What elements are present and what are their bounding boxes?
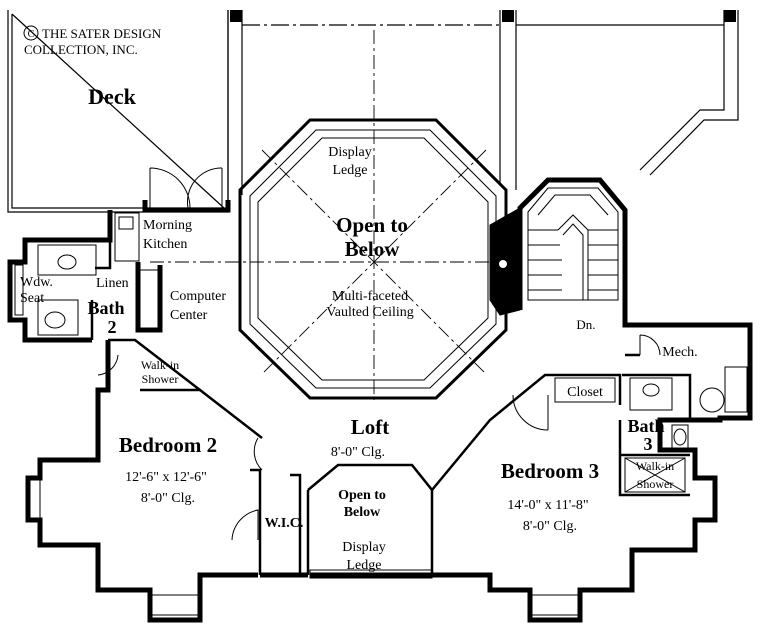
- walkin-shower-3-line1: Walk-in: [636, 459, 674, 473]
- loft-ceiling: 8'-0" Clg.: [331, 445, 385, 460]
- computer-center-line2: Center: [170, 308, 208, 323]
- octagon-opening: [238, 118, 508, 400]
- bedroom3-size: 14'-0" x 11'-8": [507, 498, 588, 513]
- closet-label: Closet: [567, 385, 603, 400]
- doors: [97, 167, 661, 541]
- dn-label: Dn.: [576, 317, 595, 332]
- walkin-shower-2-line2: Shower: [142, 372, 179, 386]
- mech-label: Mech.: [662, 345, 697, 360]
- bath3-line1: Bath: [627, 416, 664, 436]
- interior-walls: [90, 240, 692, 575]
- copyright-line1: THE SATER DESIGN: [42, 26, 162, 41]
- open-to-below-main-line2: Below: [345, 237, 401, 261]
- fixtures: [14, 212, 748, 493]
- vaulted-line2: Vaulted Ceiling: [326, 305, 414, 320]
- bedroom3-name: Bedroom 3: [501, 459, 599, 483]
- bedroom2-name: Bedroom 2: [119, 433, 217, 457]
- copyright-block: C THE SATER DESIGN COLLECTION, INC.: [23, 25, 162, 57]
- deck-outline: [7, 10, 739, 213]
- wdw-seat-line1: Wdw.: [20, 275, 53, 290]
- wdw-seat-line2: Seat: [20, 291, 44, 306]
- axis-lines: [150, 30, 498, 400]
- display-ledge-top-line1: Display: [328, 145, 372, 160]
- computer-center-line1: Computer: [170, 289, 226, 304]
- bedroom2-ceiling: 8'-0" Clg.: [141, 491, 195, 506]
- vaulted-line1: Multi-faceted: [332, 289, 408, 304]
- open-to-below-main-line1: Open to: [336, 213, 408, 237]
- posts: [230, 10, 736, 22]
- deck-label: Deck: [88, 84, 136, 109]
- windows: [27, 479, 581, 616]
- stair: [489, 187, 619, 316]
- walkin-shower-3-line2: Shower: [637, 477, 674, 491]
- walkin-shower-2-line1: Walk-in: [141, 358, 179, 372]
- bedroom2-size: 12'-6" x 12'-6": [125, 470, 207, 485]
- copyright-symbol: C: [28, 29, 35, 40]
- morning-kitchen-line1: Morning: [143, 218, 192, 233]
- linen-label: Linen: [96, 276, 129, 291]
- bath2-line2: 2: [108, 317, 117, 337]
- open-to-below-small-line1: Open to: [338, 488, 386, 503]
- loft-name: Loft: [351, 415, 390, 439]
- wic-label: W.I.C.: [265, 516, 304, 531]
- bath3-line2: 3: [644, 434, 653, 454]
- morning-kitchen-line2: Kitchen: [143, 237, 187, 252]
- display-ledge-bottom-line1: Display: [342, 540, 386, 555]
- copyright-line2: COLLECTION, INC.: [24, 42, 138, 57]
- display-ledge-bottom-line2: Ledge: [347, 558, 382, 573]
- open-to-below-small-line2: Below: [344, 505, 381, 520]
- bath2-line1: Bath: [87, 298, 124, 318]
- display-ledge-top-line2: Ledge: [333, 163, 368, 178]
- bedroom3-ceiling: 8'-0" Clg.: [523, 519, 577, 534]
